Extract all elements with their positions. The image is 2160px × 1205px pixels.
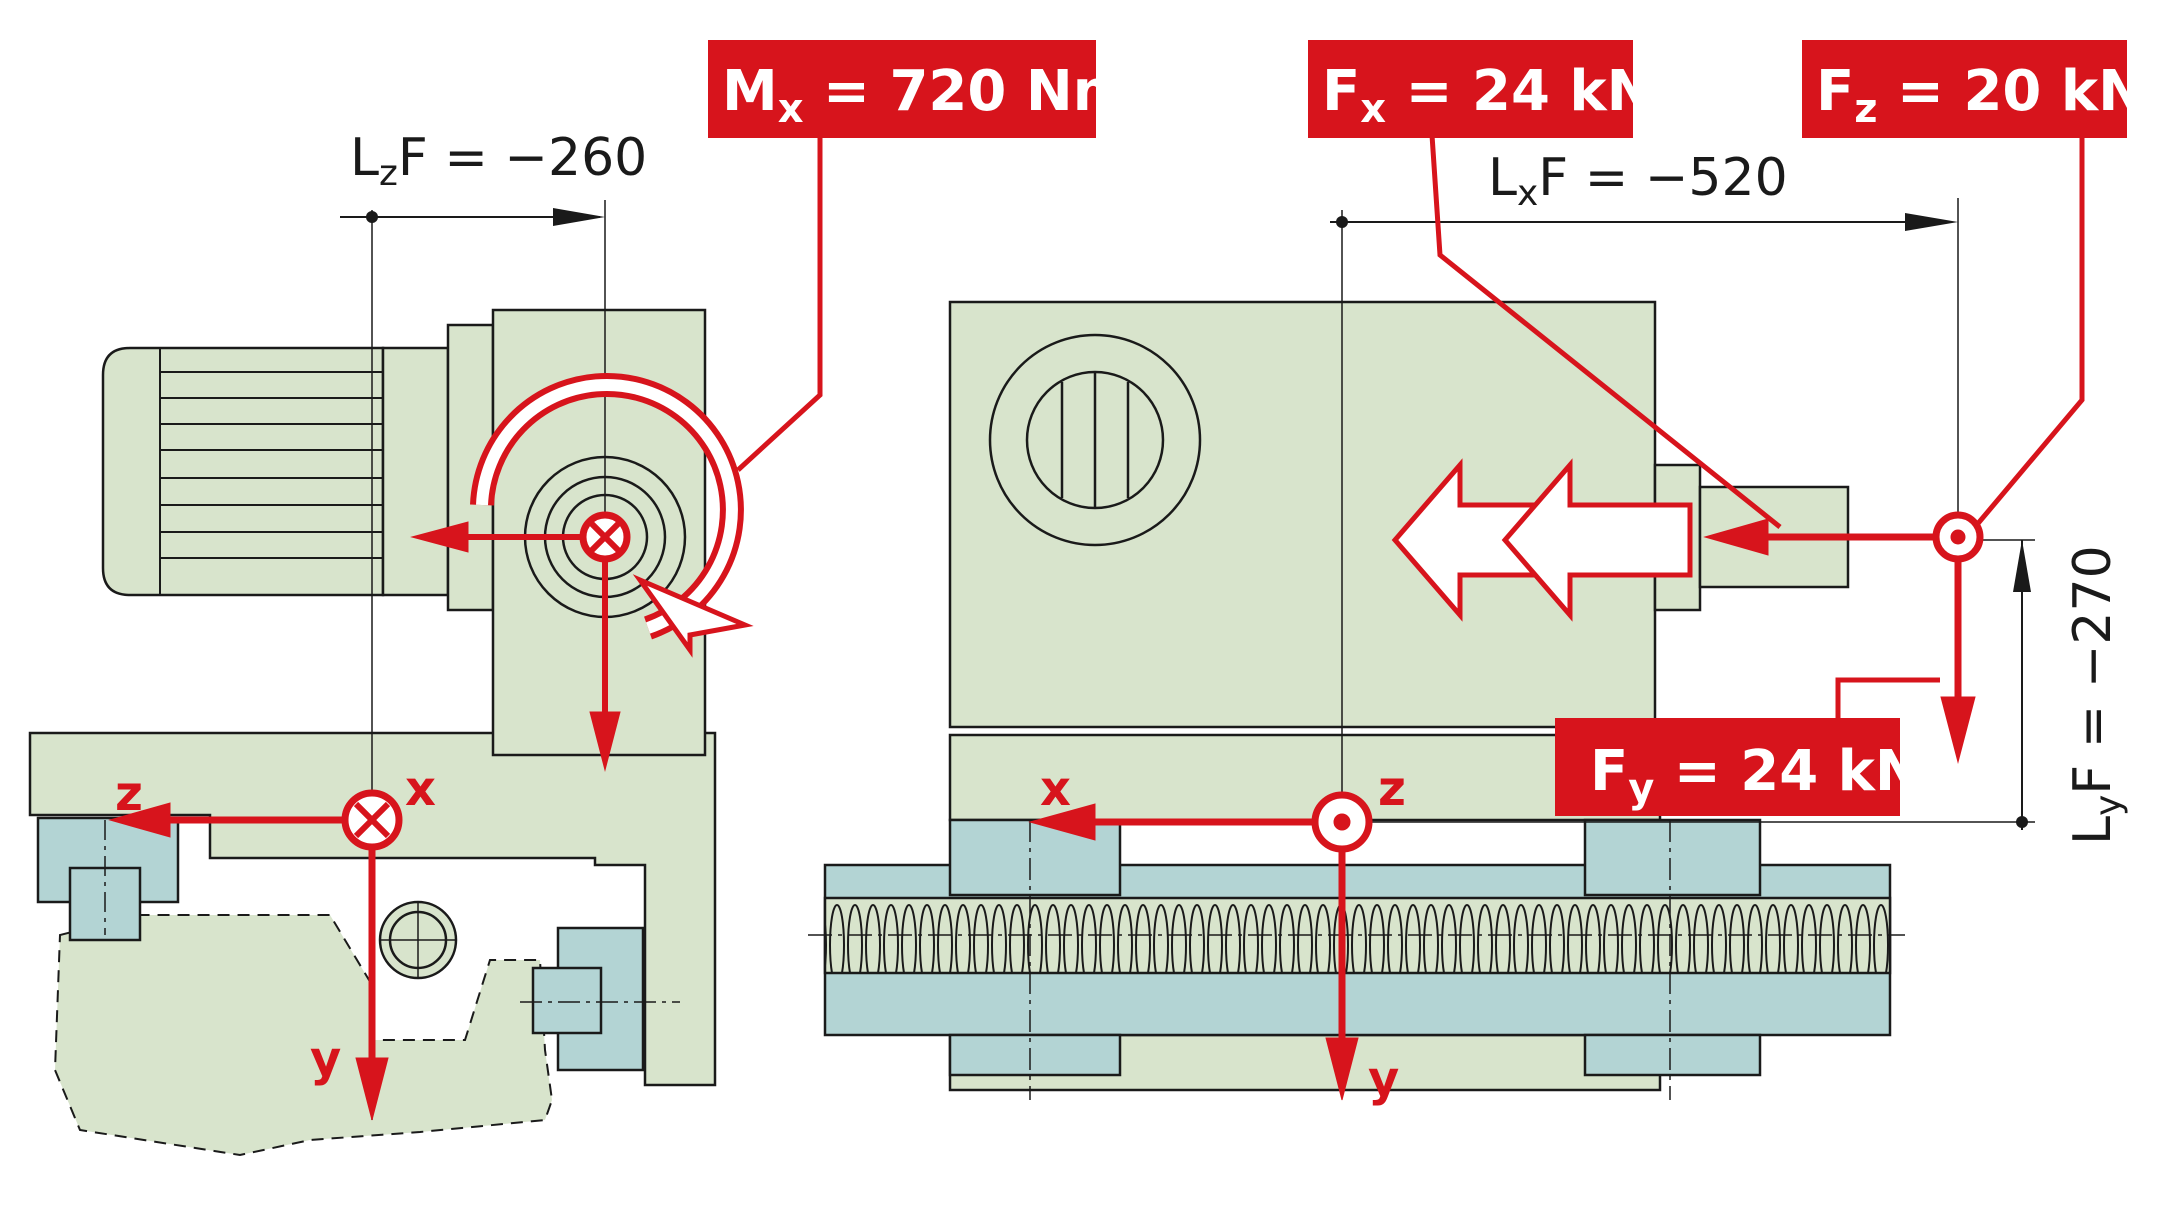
left-axis-z: z [115, 766, 143, 822]
label-fy: Fy = 24 kN [1555, 718, 1922, 816]
left-coord-system [108, 789, 403, 1121]
right-force-arrows [1429, 134, 2085, 764]
motor-body [101, 346, 385, 597]
right-coord-system [1028, 791, 1373, 1101]
dim-lx: LxF = −520 [1330, 148, 1958, 231]
svg-text:Fz = 20 kN: Fz = 20 kN [1816, 59, 2145, 132]
right-view [808, 198, 2035, 1100]
label-mx: Mx = 720 Nm [708, 40, 1131, 138]
dim-ly-label: LyF = −270 [2063, 545, 2129, 845]
left-axis-y: y [310, 1031, 341, 1087]
label-fx: Fx = 24 kN [1308, 40, 1654, 138]
right-axis-z: z [1378, 761, 1406, 817]
label-fz: Fz = 20 kN [1802, 40, 2145, 138]
guide-block-right [1583, 818, 1762, 897]
right-axis-x: x [1040, 761, 1071, 817]
dim-lz-label: LzF = −260 [350, 128, 647, 194]
left-force-arrows [410, 135, 823, 772]
feed-direction-arrows [1391, 458, 1693, 622]
svg-text:Fx = 24 kN: Fx = 24 kN [1322, 59, 1654, 132]
svg-text:Fy = 24 kN: Fy = 24 kN [1590, 739, 1922, 812]
workpiece-outline [53, 914, 554, 1157]
dim-lx-label: LxF = −520 [1488, 148, 1788, 214]
motor-fins [159, 348, 383, 595]
svg-text:Mx = 720 Nm: Mx = 720 Nm [722, 59, 1131, 132]
dim-ly: LyF = −270 [2013, 540, 2129, 845]
right-axis-y: y [1368, 1051, 1399, 1107]
left-axis-x: x [405, 761, 436, 817]
dim-lz: LzF = −260 [340, 128, 647, 226]
right-carriage-strip [948, 733, 1662, 822]
